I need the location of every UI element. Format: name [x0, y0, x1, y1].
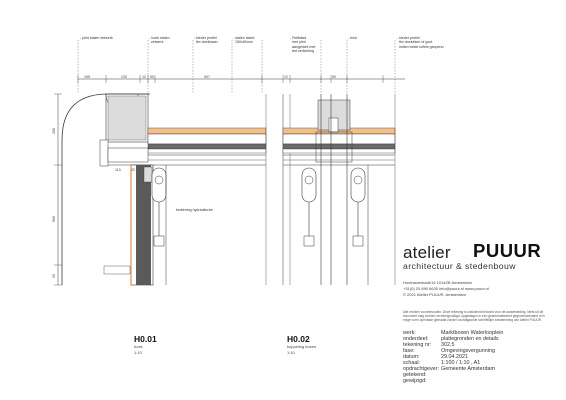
legal-notice: Alle rechten voorbehouden. Deze tekening…: [403, 310, 545, 322]
dim-small-2: 20: [131, 168, 135, 172]
tb-label-werk: werk:: [403, 330, 416, 336]
tb-value-datum: 29.04.2021: [441, 354, 468, 360]
annotation-hoek: - hoek stalen zetwerk: [149, 36, 170, 45]
tb-value-onderdeel: plattegronden en details: [441, 336, 499, 342]
annotation-lateel: - stalen lateel 150x50mm: [233, 36, 255, 45]
tb-value-fase: Omgevingsvergunning: [441, 348, 495, 354]
detail-scale-2: 1:10: [287, 350, 295, 355]
tb-label-onderdeel: onderdeel:: [403, 336, 429, 342]
annotation-kieder: - kieder profiel tbv doekbaan: [194, 36, 218, 45]
dim-left-1: 290: [52, 128, 56, 134]
dim-top-1: 195: [84, 75, 90, 79]
detail-name-1: hoek: [134, 344, 143, 349]
tb-label-tekening: tekening nr:: [403, 342, 432, 348]
detail-scale-1: 1:10: [134, 350, 142, 355]
tb-label-fase: fase:: [403, 348, 415, 354]
detail-code-2: H0.02: [287, 334, 310, 344]
annotation-hwu: - hwü: [348, 36, 357, 40]
brand-copyright: © 2021 Atelier PUUUR, Amsterdam: [403, 292, 466, 297]
dim-left-3: 30: [52, 274, 56, 278]
tb-value-werk: Marktboxen Waterlooplein: [441, 330, 504, 336]
brand-atelier: atelier: [403, 243, 451, 262]
tb-label-opdrachtgever: opdrachtgever:: [403, 366, 439, 372]
annotation-bediening: bediening hydraulische: [176, 208, 213, 212]
dim-top-2: 230: [121, 75, 127, 79]
dim-top-6: 12: [284, 75, 288, 79]
dim-left-2: 560: [52, 216, 56, 222]
dim-small-1: 110: [115, 168, 121, 172]
dim-top-5: 507: [204, 75, 210, 79]
detail-name-2: koppeling boxen: [287, 344, 317, 349]
annotation-raftcliad: - Raftcliad met plint aangelicht met led…: [290, 36, 316, 54]
brand-puuur: PUUUR: [473, 240, 542, 261]
detail-code-1: H0.01: [134, 334, 157, 344]
tb-label-getekend: getekend:: [403, 372, 427, 378]
tb-label-datum: datum:: [403, 354, 420, 360]
tb-value-tekening: 302.5: [441, 342, 455, 348]
brand-address: Houthavenkade19 1014ZB Amsterdam: [403, 280, 472, 285]
tb-value-schaal: 1:100 / 1:10 , A1: [441, 360, 481, 366]
brand-tagline: architectuur & stedenbouw: [403, 261, 516, 271]
brand-contact: +31(0) 20 890 6630 info@puuur.nl www.puu…: [403, 286, 489, 291]
dim-top-3: 12: [142, 75, 146, 79]
tb-value-opdrachtgever: Gemeente Amsterdam: [441, 366, 495, 372]
tb-label-schaal: schaal:: [403, 360, 421, 366]
dim-top-7: 50: [332, 75, 336, 79]
dim-top-4: 50: [150, 75, 154, 79]
annotation-kieder-goot: - kieder profiel tbv doekeken of goot in…: [397, 36, 444, 49]
tb-label-gewijzigd: gewijzigd:: [403, 378, 427, 384]
annotation-plint: - plint stalen zetwerk: [80, 36, 113, 40]
